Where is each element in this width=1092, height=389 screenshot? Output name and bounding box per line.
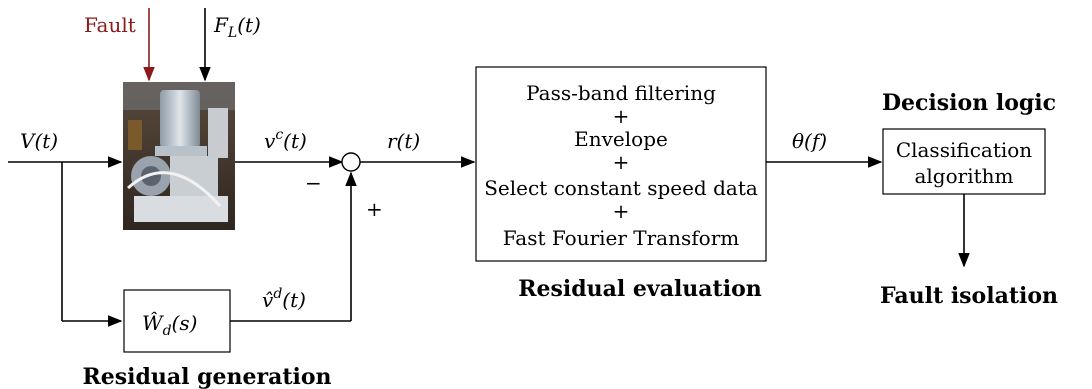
summing-junction [341, 152, 361, 172]
eval-line-4: + [613, 150, 630, 174]
residual-label: r(t) [387, 129, 420, 153]
minus-sign: − [305, 171, 322, 195]
eval-line-7: Fast Fourier Transform [503, 226, 739, 250]
decision-logic-title: Decision logic [882, 90, 1056, 116]
residual-generation-title: Residual generation [82, 364, 331, 389]
evaluation-block [475, 66, 767, 262]
estimated-label: v̂d(t) [262, 286, 306, 312]
evaluation-text: Pass-band filtering + Envelope + Select … [484, 81, 758, 250]
classification-block [882, 128, 1046, 195]
classification-line-2: algorithm [914, 164, 1013, 188]
classification-line-1: Classification [896, 138, 1032, 162]
residual-evaluation-title: Residual evaluation [518, 276, 762, 302]
fault-label: Fault [84, 13, 136, 37]
model-block [123, 289, 231, 353]
input-label: V(t) [20, 129, 58, 153]
eval-line-5: Select constant speed data [484, 176, 758, 200]
plus-sign: + [366, 197, 383, 221]
fault-isolation-title: Fault isolation [880, 283, 1058, 309]
eval-line-2: + [613, 104, 630, 128]
eval-line-6: + [613, 199, 630, 223]
theta-label: θ(f) [792, 129, 827, 153]
load-label: FL(t) [213, 13, 261, 41]
measured-label: vc(t) [264, 127, 307, 153]
eval-line-3: Envelope [574, 127, 668, 151]
eval-line-1: Pass-band filtering [526, 81, 716, 105]
motor-photo [123, 82, 235, 230]
